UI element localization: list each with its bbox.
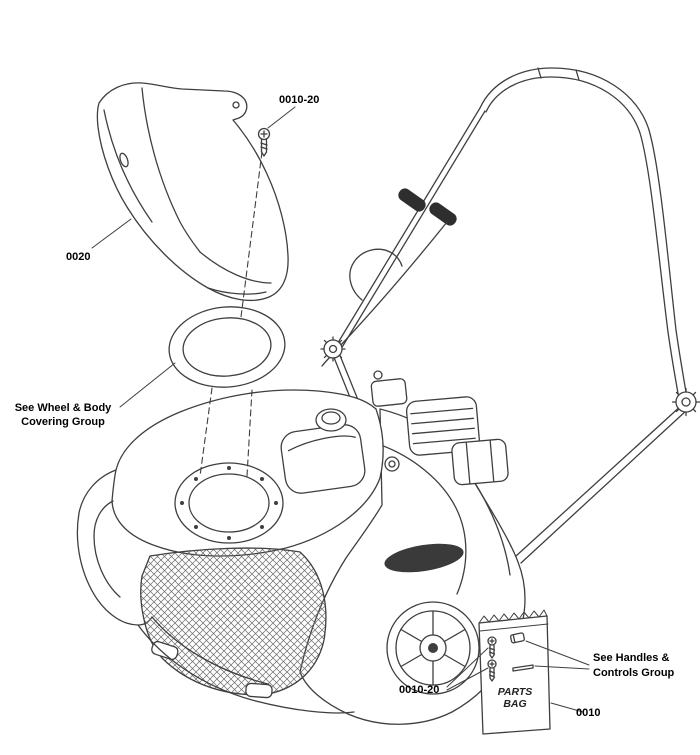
label-handles-group: See Handles & Controls Group bbox=[593, 652, 675, 679]
label-parts-bag-number: 0010 bbox=[576, 707, 601, 719]
bag-clip bbox=[510, 632, 525, 644]
label-parts-bag-text: PARTS BAG bbox=[497, 686, 533, 710]
label-wheel-body-group: See Wheel & Body Covering Group bbox=[14, 402, 112, 428]
bolt-holes bbox=[180, 466, 278, 540]
handle-knob-left bbox=[320, 336, 346, 362]
wheel-drawing bbox=[386, 601, 480, 695]
label-screw-top: 0010-20 bbox=[279, 94, 320, 106]
label-deflector: 0020 bbox=[66, 251, 91, 263]
assembly-axis-lines bbox=[199, 151, 263, 477]
bag-screw-1 bbox=[487, 636, 497, 659]
handle-assembly-drawing bbox=[320, 67, 700, 564]
retainer-ring-drawing bbox=[168, 306, 286, 388]
leader-lines bbox=[91, 106, 590, 713]
bag-screw-2 bbox=[487, 659, 497, 682]
label-bag-screws: 0010-20 bbox=[399, 684, 440, 696]
bag-pin bbox=[512, 664, 534, 672]
parts-bag-drawing bbox=[478, 609, 551, 735]
chute-deflector-drawing bbox=[96, 82, 289, 302]
handle-knob-right bbox=[671, 387, 700, 417]
mounting-screw-drawing bbox=[257, 127, 271, 157]
engine-drawing bbox=[280, 370, 509, 494]
